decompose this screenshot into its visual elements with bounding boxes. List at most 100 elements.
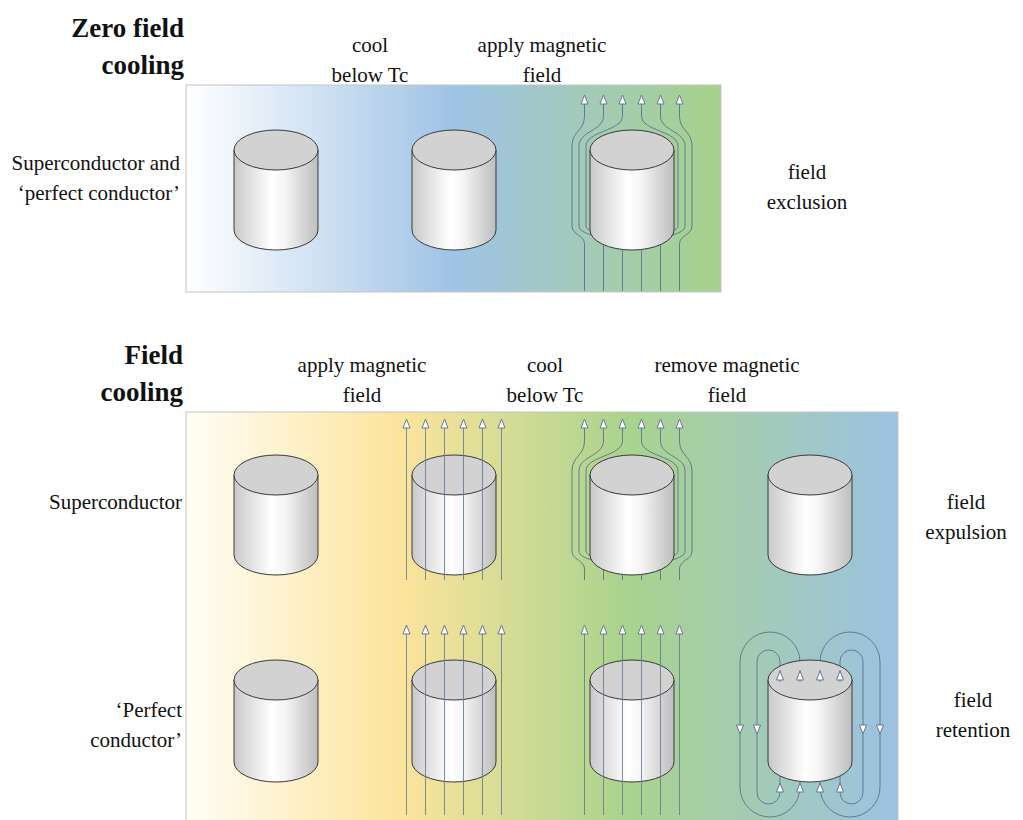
field-arrowhead	[754, 725, 761, 734]
field-line	[501, 428, 502, 580]
cylinder-top	[412, 455, 496, 495]
field-arrowhead	[817, 783, 824, 792]
field-arrowhead	[581, 625, 588, 634]
field-arrowhead	[498, 419, 505, 428]
result-label: field expulsion	[914, 487, 1018, 547]
panel-heading: Zero field cooling	[4, 10, 184, 84]
field-arrowhead	[837, 783, 844, 792]
field-arrowhead	[619, 419, 626, 428]
cylinder-top	[590, 455, 674, 495]
step-label: cool below Tc	[328, 30, 412, 90]
field-arrowhead	[676, 95, 683, 104]
field-arrowhead	[877, 725, 884, 734]
field-arrowhead	[638, 625, 645, 634]
sample-cylinder	[412, 130, 496, 250]
step-label: apply magnetic field	[472, 30, 612, 90]
field-arrowhead	[441, 625, 448, 634]
field-arrowhead	[403, 419, 410, 428]
field-arrowhead	[860, 725, 867, 734]
sample-cylinder	[234, 660, 318, 782]
field-line	[603, 634, 604, 815]
step-label: apply magnetic field	[292, 350, 432, 410]
cylinder-top	[590, 660, 674, 700]
field-line	[482, 634, 483, 815]
field-line	[680, 428, 693, 580]
field-line	[463, 428, 464, 580]
result-label: field exclusion	[757, 157, 857, 217]
field-arrowhead	[460, 625, 467, 634]
sample-cylinder	[412, 455, 496, 575]
field-line	[660, 634, 661, 815]
cylinder-top	[412, 660, 496, 700]
field-arrowhead	[638, 419, 645, 428]
cylinder-top	[412, 130, 496, 170]
field-arrowhead	[777, 783, 784, 792]
field-line	[680, 104, 693, 291]
field-arrowhead	[797, 783, 804, 792]
field-line	[482, 428, 483, 580]
cylinder-top	[234, 130, 318, 170]
field-line	[572, 104, 585, 291]
field-arrowhead	[837, 671, 844, 680]
panel-background	[186, 85, 721, 292]
field-arrowhead	[479, 625, 486, 634]
step-label: remove magnetic field	[652, 350, 802, 410]
sample-cylinder	[768, 455, 852, 575]
field-arrowhead	[600, 419, 607, 428]
sample-cylinder	[590, 455, 674, 575]
field-arrowhead	[600, 625, 607, 634]
field-arrowhead	[676, 625, 683, 634]
sample-cylinder	[412, 660, 496, 782]
field-arrowhead	[441, 419, 448, 428]
field-line	[572, 428, 585, 580]
row-label: Superconductor and ‘perfect conductor’	[4, 148, 180, 208]
result-label: field retention	[927, 685, 1019, 745]
field-arrowhead	[817, 671, 824, 680]
field-arrowhead	[403, 625, 410, 634]
cylinder-top	[768, 660, 852, 700]
field-line	[501, 634, 502, 815]
field-arrowhead	[600, 95, 607, 104]
field-arrowhead	[581, 419, 588, 428]
field-arrowhead	[797, 671, 804, 680]
field-arrowhead	[619, 625, 626, 634]
sample-cylinder	[590, 130, 674, 250]
cylinder-top	[768, 455, 852, 495]
field-arrowhead	[422, 419, 429, 428]
field-arrowhead	[479, 419, 486, 428]
field-line	[641, 634, 642, 815]
panel-heading: Field cooling	[63, 337, 183, 411]
field-arrowhead	[657, 625, 664, 634]
row-label: Superconductor	[6, 487, 182, 517]
field-line	[463, 634, 464, 815]
sample-cylinder	[768, 660, 852, 782]
step-label: cool below Tc	[503, 350, 587, 410]
field-line	[584, 634, 585, 815]
field-arrowhead	[657, 95, 664, 104]
field-line	[425, 428, 426, 580]
field-line	[622, 634, 623, 815]
row-label: ‘Perfect conductor’	[62, 695, 182, 755]
field-arrowhead	[657, 419, 664, 428]
field-line	[444, 634, 445, 815]
field-arrowhead	[777, 671, 784, 680]
cylinder-top	[234, 660, 318, 700]
sample-cylinder	[234, 130, 318, 250]
panel-background	[186, 412, 898, 820]
field-line	[444, 428, 445, 580]
field-arrowhead	[737, 725, 744, 734]
cylinder-top	[590, 130, 674, 170]
field-line	[406, 634, 407, 815]
field-arrowhead	[581, 95, 588, 104]
field-arrowhead	[676, 419, 683, 428]
field-arrowhead	[498, 625, 505, 634]
field-line	[679, 634, 680, 815]
field-arrowhead	[619, 95, 626, 104]
sample-cylinder	[590, 660, 674, 782]
cylinder-top	[234, 455, 318, 495]
field-line	[406, 428, 407, 580]
field-line	[425, 634, 426, 815]
field-arrowhead	[638, 95, 645, 104]
